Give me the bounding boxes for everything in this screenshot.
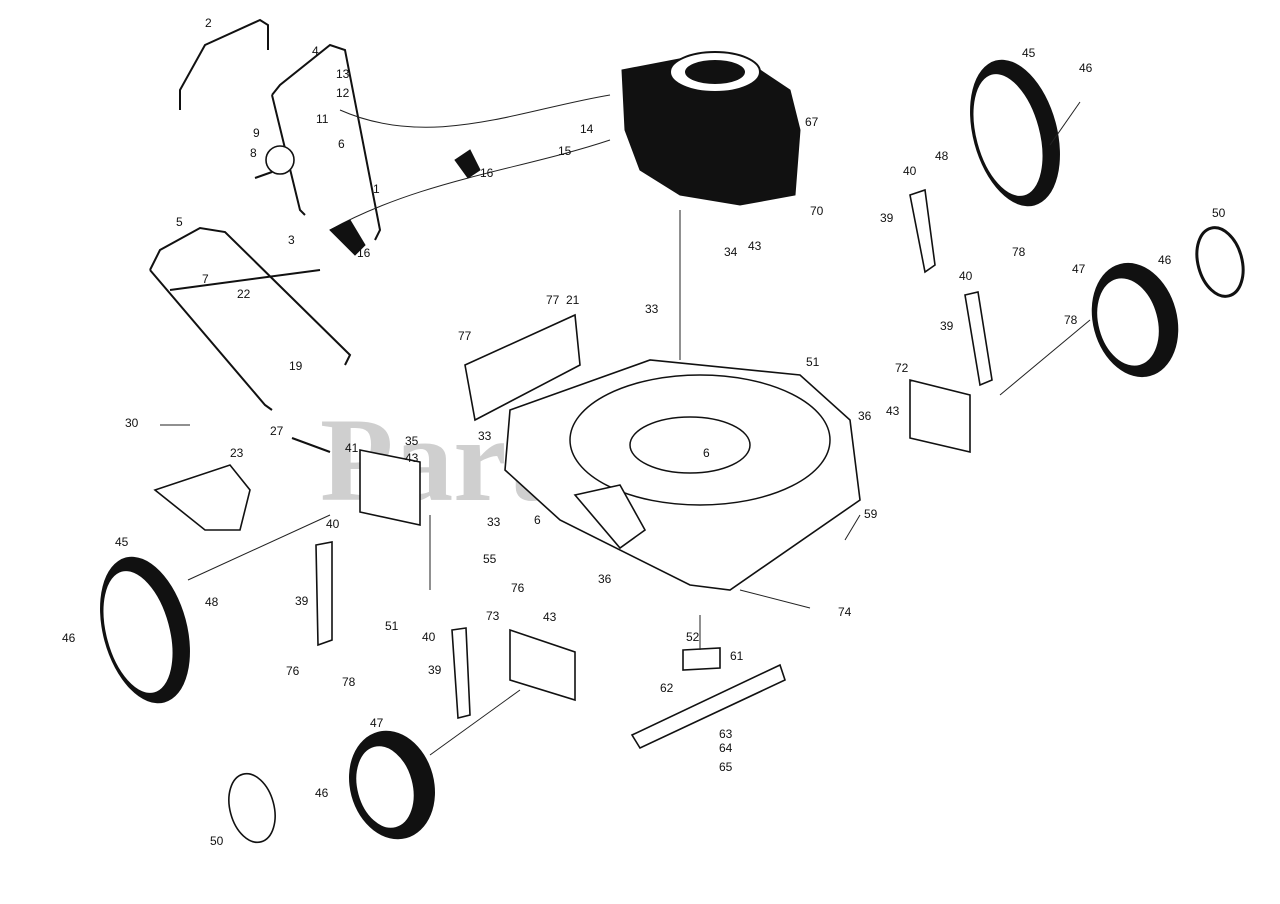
callout-41: 41 (345, 441, 359, 455)
callout-40: 40 (903, 164, 917, 178)
callout-55: 55 (483, 552, 497, 566)
blade-part (630, 647, 786, 750)
callout-12: 12 (336, 86, 350, 100)
mower-deck-part (504, 359, 861, 591)
callout-22: 22 (237, 287, 251, 301)
callout-35: 35 (405, 434, 419, 448)
callout-33: 33 (478, 429, 492, 443)
callout-16: 16 (480, 166, 494, 180)
callout-16: 16 (357, 246, 371, 260)
callout-77: 77 (458, 329, 472, 343)
callout-43: 43 (886, 404, 900, 418)
callout-52: 52 (686, 630, 700, 644)
height-adjuster-levers (315, 188, 993, 720)
callout-1: 1 (373, 182, 380, 196)
callout-47: 47 (370, 716, 384, 730)
callout-45: 45 (1022, 46, 1036, 60)
callout-63: 63 (719, 727, 733, 741)
callout-59: 59 (864, 507, 878, 521)
front-wheel-right (1091, 262, 1179, 378)
callout-73: 73 (486, 609, 500, 623)
callout-3: 3 (288, 233, 295, 247)
callout-34: 34 (724, 245, 738, 259)
callout-6: 6 (338, 137, 345, 151)
callout-48: 48 (205, 595, 219, 609)
callout-51: 51 (806, 355, 820, 369)
callout-7: 7 (202, 272, 209, 286)
callout-61: 61 (730, 649, 744, 663)
callout-2: 2 (205, 16, 212, 30)
callout-6: 6 (534, 513, 541, 527)
callout-74: 74 (838, 605, 852, 619)
callout-5: 5 (176, 215, 183, 229)
engine-part (621, 51, 801, 360)
callout-30: 30 (125, 416, 139, 430)
bracket-plates (153, 313, 971, 702)
callout-36: 36 (858, 409, 872, 423)
callout-67: 67 (805, 115, 819, 129)
callout-14: 14 (580, 122, 594, 136)
callout-40: 40 (422, 630, 436, 644)
callout-4: 4 (312, 44, 319, 58)
callout-43: 43 (543, 610, 557, 624)
callout-46: 46 (1158, 253, 1172, 267)
lower-handle-part (149, 226, 352, 426)
callout-39: 39 (880, 211, 894, 225)
callout-40: 40 (326, 517, 340, 531)
callout-50: 50 (210, 834, 224, 848)
callout-65: 65 (719, 760, 733, 774)
callout-78: 78 (1012, 245, 1026, 259)
callout-70: 70 (810, 204, 824, 218)
callout-78: 78 (1064, 313, 1078, 327)
leader-lines (187, 101, 1091, 756)
callout-8: 8 (250, 146, 257, 160)
callout-11: 11 (316, 112, 329, 126)
hubcaps (228, 226, 1245, 844)
callout-39: 39 (428, 663, 442, 677)
callout-46: 46 (62, 631, 76, 645)
callout-39: 39 (295, 594, 309, 608)
rear-wheel-right (970, 59, 1060, 207)
callout-46: 46 (315, 786, 329, 800)
callout-43: 43 (748, 239, 762, 253)
callout-72: 72 (895, 361, 909, 375)
upper-handle-part (179, 18, 611, 241)
callout-76: 76 (286, 664, 300, 678)
callout-45: 45 (115, 535, 129, 549)
callout-47: 47 (1072, 262, 1086, 276)
callout-6: 6 (703, 446, 710, 460)
callout-48: 48 (935, 149, 949, 163)
callout-46: 46 (1079, 61, 1093, 75)
callout-27: 27 (270, 424, 284, 438)
callout-36: 36 (598, 572, 612, 586)
callout-43: 43 (405, 451, 419, 465)
callout-78: 78 (342, 675, 356, 689)
callout-labels: 2413121169811616314156745464840397078504… (62, 16, 1226, 848)
callout-39: 39 (940, 319, 954, 333)
callout-50: 50 (1212, 206, 1226, 220)
callout-19: 19 (289, 359, 303, 373)
callout-40: 40 (959, 269, 973, 283)
callout-33: 33 (487, 515, 501, 529)
front-wheel-left (349, 730, 435, 840)
callout-9: 9 (253, 126, 260, 140)
callout-62: 62 (660, 681, 674, 695)
callout-15: 15 (558, 144, 572, 158)
callout-76: 76 (511, 581, 525, 595)
callout-23: 23 (230, 446, 244, 460)
small-hardware-parts (254, 145, 481, 453)
callout-51: 51 (385, 619, 399, 633)
callout-77: 77 (546, 293, 560, 307)
callout-13: 13 (336, 67, 350, 81)
rear-wheel-left (100, 556, 190, 704)
callout-33: 33 (645, 302, 659, 316)
callout-64: 64 (719, 741, 733, 755)
callout-21: 21 (566, 293, 580, 307)
